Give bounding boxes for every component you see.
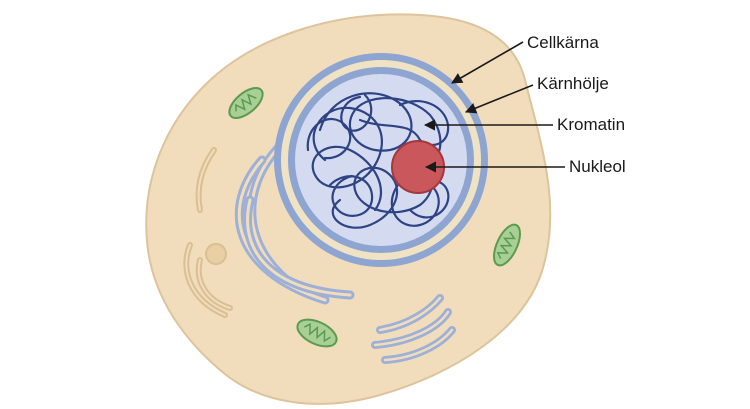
endoplasmic-reticulum-lower — [371, 294, 456, 364]
nucleus — [274, 53, 488, 267]
mitochondrion-right — [493, 223, 521, 267]
label-kromatin: Kromatin — [557, 115, 626, 134]
pointer-karnholje — [464, 84, 534, 114]
endoplasmic-reticulum — [234, 143, 355, 305]
golgi-tubules — [183, 147, 233, 318]
label-karnholje: Kärnhölje — [537, 74, 609, 93]
vesicle — [205, 243, 227, 265]
label-cellkarna: Cellkärna — [527, 33, 599, 52]
pointer-cellkarna — [451, 41, 524, 84]
label-nukleol: Nukleol — [569, 157, 626, 176]
label-pointers — [423, 41, 565, 173]
mitochondrion-bottom — [296, 318, 338, 348]
mitochondrion-top-left — [228, 87, 264, 119]
